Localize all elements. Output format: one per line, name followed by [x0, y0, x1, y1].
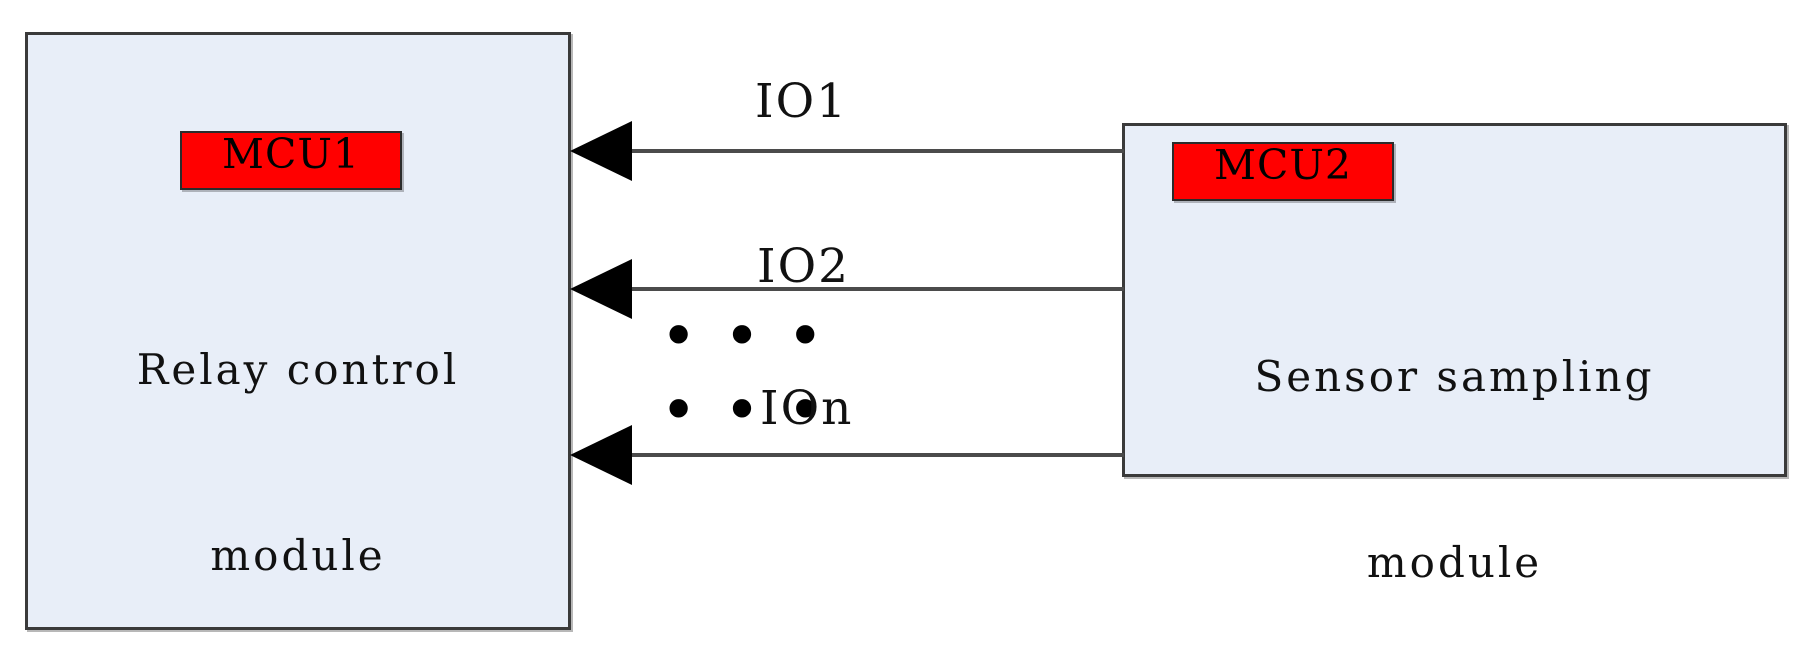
left-arrow-head-ion — [570, 425, 632, 485]
connection-label-io1: IO1 — [755, 74, 849, 129]
mcu1-badge: MCU1 — [180, 131, 402, 190]
sensor-sampling-module-label: Sensor sampling module — [1122, 222, 1787, 654]
relay-control-module-label-line2: module — [210, 531, 386, 580]
sensor-sampling-module-label-line1: Sensor sampling — [1254, 352, 1655, 401]
sensor-sampling-module-label-line2: module — [1366, 538, 1543, 587]
left-arrow-head-io1 — [570, 121, 632, 181]
relay-control-module-label-line1: Relay control — [136, 345, 460, 394]
relay-control-module-label: Relay control module — [25, 215, 571, 654]
connection-line-io1 — [632, 149, 1124, 153]
connection-line-io2 — [632, 287, 1124, 291]
mcu2-badge: MCU2 — [1172, 142, 1394, 201]
left-arrow-head-io2 — [570, 259, 632, 319]
connection-label-ion: IOn — [760, 381, 854, 436]
connection-label-io2: IO2 — [757, 239, 851, 294]
connection-line-ion — [632, 453, 1124, 457]
ellipsis-dots-middle: • • • — [662, 306, 828, 367]
